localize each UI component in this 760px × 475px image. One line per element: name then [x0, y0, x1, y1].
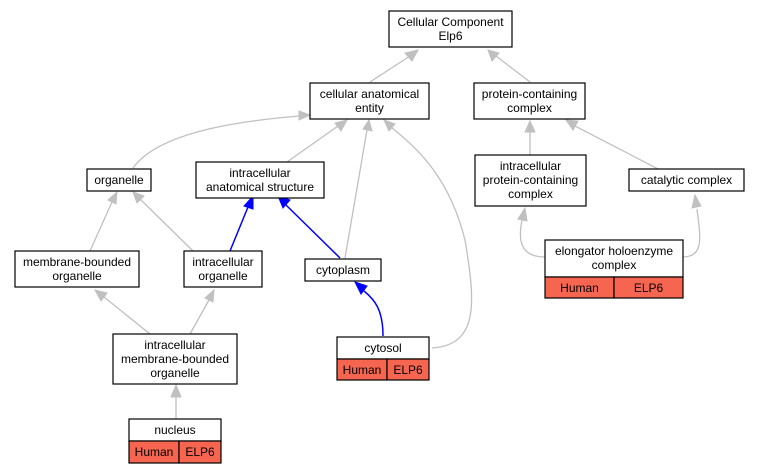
node-imbo-line3: organelle [150, 366, 200, 380]
arrowhead-cytosol-to-cytoplasm [354, 281, 368, 295]
node-organelle-line1: organelle [94, 173, 144, 187]
elongator-gene-cell [613, 276, 684, 299]
node-catalytic-complex[interactable]: catalytic complex [628, 168, 745, 192]
edge-elongator-to-catalytic [682, 208, 701, 258]
node-nucleus-line1: nucleus [154, 423, 195, 437]
node-imbo-line2: membrane-bounded [121, 352, 229, 366]
edges [89, 49, 702, 419]
edge-elongator-to-ipcc [519, 219, 546, 258]
edge-cytoplasm-to-entity [344, 129, 368, 259]
arrowhead-io-to-ias [243, 194, 254, 210]
edge-cytosol-to-cytoplasm [363, 290, 384, 337]
node-ias-line2: anatomical structure [206, 180, 314, 194]
node-cytosol-line1: cytosol [364, 341, 401, 355]
node-elongator-line1: elongator holoenzyme [555, 244, 673, 258]
arrowhead-nucleus-to-imbo [170, 383, 182, 398]
node-cytoplasm-line1: cytoplasm [316, 263, 370, 277]
arrowhead-ias-to-entity [334, 119, 348, 132]
arrowhead-mbo-to-organelle [107, 190, 118, 205]
node-cellular-anatomical-entity[interactable]: cellular anatomical entity [309, 82, 430, 120]
node-intracellular-membrane-bounded-organelle[interactable]: intracellular membrane-bounded organelle [112, 333, 238, 385]
node-pcc-line1: protein-containing [482, 87, 577, 101]
arrowhead-elongator-to-ipcc [517, 206, 528, 222]
node-mbo-line1: membrane-bounded [23, 255, 131, 269]
edge-io-to-organelle [139, 198, 194, 252]
node-nucleus[interactable]: nucleus Human ELP6 [128, 418, 222, 464]
cytosol-gene-label: ELP6 [393, 363, 423, 377]
node-ias-line1: intracellular [229, 166, 290, 180]
edge-complex-to-root [495, 55, 531, 83]
cytosol-gene-cell [386, 358, 430, 381]
node-root-line2: Elp6 [438, 29, 462, 43]
arrowhead-cytoplasm-to-entity [362, 118, 373, 132]
arrowhead-io-to-organelle [132, 191, 145, 204]
node-intracellular-anatomical-structure[interactable]: intracellular anatomical structure [195, 161, 325, 199]
edge-imbo-to-io [189, 299, 210, 335]
node-imbo-line1: intracellular [144, 338, 205, 352]
arrowhead-complex-to-root [487, 49, 500, 62]
node-catalytic-line1: catalytic complex [641, 173, 732, 187]
edge-cytosol-to-entity [391, 127, 473, 349]
node-elongator-holoenzyme-complex[interactable]: elongator holoenzyme complex Human ELP6 [544, 239, 684, 299]
node-mbo-line2: organelle [52, 269, 102, 283]
node-ipcc-line3: complex [508, 187, 553, 201]
edge-io-to-ias [229, 206, 249, 252]
node-intracellular-organelle[interactable]: intracellular organelle [183, 250, 263, 288]
node-cytoplasm[interactable]: cytoplasm [304, 258, 382, 282]
arrowhead-elongator-to-catalytic [691, 193, 702, 209]
node-intracellular-protein-containing-complex[interactable]: intracellular protein-containing complex [474, 154, 587, 207]
node-cae-line1: cellular anatomical [320, 87, 419, 101]
arrowhead-ipcc-to-pcc [524, 119, 536, 133]
cytosol-species-label: Human [343, 363, 382, 377]
node-root-line1: Cellular Component [397, 15, 504, 29]
nucleus-species-label: Human [135, 445, 174, 459]
arrowhead-entity-to-root [404, 49, 419, 62]
node-cae-line2: entity [355, 101, 384, 115]
edge-imbo-to-mbo [103, 296, 151, 335]
nucleus-gene-label: ELP6 [185, 445, 215, 459]
node-cytosol[interactable]: cytosol Human ELP6 [336, 336, 430, 381]
node-membrane-bounded-organelle[interactable]: membrane-bounded organelle [14, 250, 140, 288]
node-io-line2: organelle [198, 269, 248, 283]
edge-mbo-to-organelle [89, 201, 113, 252]
node-elongator-line2: complex [592, 258, 637, 272]
node-ipcc-line2: protein-containing [483, 173, 578, 187]
edge-cytoplasm-to-ias [285, 204, 341, 259]
node-organelle[interactable]: organelle [86, 168, 152, 192]
arrowhead-imbo-to-io [204, 288, 215, 303]
nucleus-gene-cell [178, 440, 222, 464]
arrowhead-catalytic-to-pcc [564, 119, 579, 131]
node-io-line1: intracellular [192, 255, 253, 269]
node-root[interactable]: Cellular Component Elp6 [388, 10, 513, 48]
node-protein-containing-complex[interactable]: protein-containing complex [473, 82, 586, 120]
elongator-species-label: Human [560, 281, 599, 295]
arrowhead-imbo-to-mbo [94, 289, 108, 302]
edge-catalytic-to-pcc [574, 125, 661, 171]
node-ipcc-line1: intracellular [500, 159, 561, 173]
edge-entity-to-root [369, 55, 411, 83]
edge-organelle-to-entity [132, 115, 301, 169]
edge-ias-to-entity [286, 125, 339, 163]
node-pcc-line2: complex [507, 101, 552, 115]
arrowhead-cytosol-to-entity [383, 119, 396, 132]
elongator-gene-label: ELP6 [634, 281, 664, 295]
arrowhead-organelle-to-entity [298, 110, 312, 121]
